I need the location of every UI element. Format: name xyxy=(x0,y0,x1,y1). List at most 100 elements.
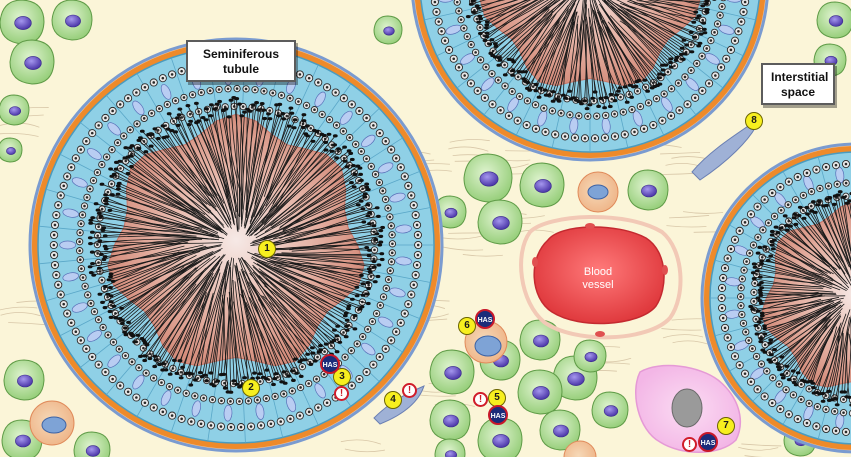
spermatocyte-nucleus xyxy=(787,203,790,206)
spermatocyte-nucleus xyxy=(334,91,337,94)
spermatocyte-nucleus xyxy=(190,420,193,423)
leydig-cell xyxy=(478,200,522,244)
sperm-head xyxy=(657,76,662,79)
spermatocyte-nucleus xyxy=(53,244,56,247)
sperm-head xyxy=(767,358,772,361)
spermatocyte-nucleus xyxy=(390,261,393,264)
sperm-head xyxy=(123,146,128,149)
sperm-head xyxy=(261,376,266,379)
sperm-head xyxy=(234,97,239,100)
marker-2[interactable]: 2 xyxy=(242,379,260,397)
spermatocyte-nucleus xyxy=(751,347,754,350)
sperm-head xyxy=(543,89,548,92)
spermatocyte-nucleus xyxy=(845,163,848,166)
warning-badge[interactable]: ! xyxy=(682,437,697,452)
spermatocyte-nucleus xyxy=(764,343,767,346)
sperm-head xyxy=(294,372,299,375)
spermatocyte-nucleus xyxy=(91,132,94,135)
sperm-head xyxy=(762,245,767,248)
spermatocyte-nucleus xyxy=(633,131,636,134)
sperm-head xyxy=(466,15,471,18)
spermatocyte-nucleus xyxy=(80,267,83,270)
spermatocyte-nucleus xyxy=(744,372,747,375)
has-badge[interactable]: HAS xyxy=(488,405,508,425)
sperm-head xyxy=(375,232,380,235)
spermatocyte-nucleus xyxy=(80,148,83,151)
sperm-head xyxy=(286,375,291,378)
sperm-head xyxy=(361,282,366,285)
spermatocyte-nucleus xyxy=(236,87,239,90)
spermatocyte-nucleus xyxy=(354,143,357,146)
warning-badge[interactable]: ! xyxy=(334,386,349,401)
sperm-head xyxy=(693,11,698,14)
sperm-head xyxy=(90,231,95,234)
sperm-head xyxy=(361,294,366,297)
leydig-cell xyxy=(0,0,44,44)
sperm-head xyxy=(168,373,173,376)
sperm-head xyxy=(772,348,777,351)
spermatocyte-nucleus xyxy=(815,425,818,428)
spermatocyte-nucleus xyxy=(437,20,440,23)
sperm-head xyxy=(318,344,323,347)
marker-1[interactable]: 1 xyxy=(258,240,276,258)
marker-4[interactable]: 4 xyxy=(384,391,402,409)
spermatocyte-nucleus xyxy=(779,186,782,189)
spermatocyte-nucleus xyxy=(670,87,673,90)
sperm-head xyxy=(792,213,797,216)
warning-badge[interactable]: ! xyxy=(473,392,488,407)
spermatocyte-nucleus xyxy=(79,231,82,234)
sperm-head xyxy=(367,211,372,214)
leydig-cell xyxy=(592,392,628,428)
spermatocyte-nucleus xyxy=(762,229,765,232)
spermatocyte-nucleus xyxy=(191,93,194,96)
sperm-head xyxy=(97,212,102,215)
sperm-head xyxy=(614,93,619,96)
spermatocyte-nucleus xyxy=(289,97,292,100)
sperm-head xyxy=(365,203,370,206)
spermatocyte-nucleus xyxy=(74,157,77,160)
sperm-head xyxy=(96,209,101,212)
spermatocyte-nucleus xyxy=(745,260,748,263)
spermatocyte-nucleus xyxy=(280,94,283,97)
spermatocyte-nucleus xyxy=(743,269,746,272)
label-line: vessel xyxy=(566,279,630,292)
sperm-head xyxy=(229,99,234,102)
sperm-head xyxy=(534,83,539,86)
spermatocyte-nucleus xyxy=(741,278,744,281)
spermatocyte-nucleus xyxy=(724,327,727,330)
sperm-head xyxy=(525,87,530,90)
sperm-head xyxy=(256,376,261,379)
sperm-head xyxy=(359,200,364,203)
sperm-head xyxy=(265,369,270,372)
sperm-head xyxy=(232,379,237,382)
spermatocyte-nucleus xyxy=(53,234,56,237)
blood-vessel-label: Blood vessel xyxy=(566,266,630,292)
spermatocyte-nucleus xyxy=(268,109,271,112)
sperm-head xyxy=(802,217,807,220)
sperm-head xyxy=(835,193,840,196)
sperm-head xyxy=(342,146,347,149)
spermatocyte-nucleus xyxy=(808,402,811,405)
spermatocyte-nucleus xyxy=(127,390,130,393)
sperm-head xyxy=(301,126,306,129)
spermatocyte-nucleus xyxy=(845,182,848,185)
sperm-head xyxy=(198,371,203,374)
marker-8[interactable]: 8 xyxy=(745,112,763,130)
spermatocyte-nucleus xyxy=(721,307,724,310)
warning-badge[interactable]: ! xyxy=(402,383,417,398)
sperm-head xyxy=(350,298,355,301)
spermatocyte-nucleus xyxy=(810,205,813,208)
sperm-head xyxy=(345,329,350,332)
has-badge[interactable]: HAS xyxy=(320,354,340,374)
spermatocyte-nucleus xyxy=(655,97,658,100)
spermatocyte-nucleus xyxy=(238,400,241,403)
has-badge[interactable]: HAS xyxy=(698,432,718,452)
marker-6[interactable]: 6 xyxy=(458,317,476,335)
sperm-head xyxy=(114,168,119,171)
sperm-head xyxy=(503,73,508,76)
sperm-head xyxy=(645,90,650,93)
marker-7[interactable]: 7 xyxy=(717,417,735,435)
has-badge[interactable]: HAS xyxy=(475,309,495,329)
sperm-head xyxy=(827,399,832,402)
sperm-head xyxy=(223,387,228,390)
